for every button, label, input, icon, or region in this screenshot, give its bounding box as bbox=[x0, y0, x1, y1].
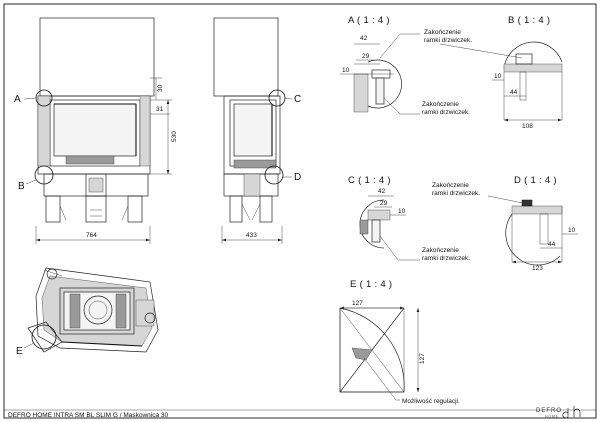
side-callout-c-circle bbox=[268, 89, 286, 107]
dim-front-height: 530 bbox=[171, 131, 178, 142]
detail-b-dim-2: 44 bbox=[510, 89, 518, 96]
defro-logo: DEFRO HOME bbox=[536, 406, 581, 419]
logo-text: DEFRO bbox=[536, 408, 562, 414]
front-glass bbox=[53, 103, 137, 157]
detail-b: B ( 1 : 4 ) 10 44 108 bbox=[439, 15, 563, 130]
detail-c-note-1: Zakończenie bbox=[422, 247, 459, 254]
front-view bbox=[34, 17, 155, 223]
detail-d-note-1: Zakończenie bbox=[432, 182, 469, 189]
detail-c-dim-3: 10 bbox=[398, 208, 406, 215]
dim-side-depth: 433 bbox=[246, 232, 257, 239]
detail-b-title: B ( 1 : 4 ) bbox=[508, 15, 550, 26]
detail-e-dim-2: 127 bbox=[419, 353, 426, 364]
front-callout-b-circle bbox=[34, 165, 54, 185]
sheet-border bbox=[3, 3, 597, 419]
detail-c: C ( 1 : 4 ) 42 29 10 Zakończenie ramki d… bbox=[348, 175, 470, 262]
side-view bbox=[213, 17, 286, 223]
callout-label-e: E bbox=[16, 346, 23, 357]
dim-front-top: 30 bbox=[157, 84, 164, 92]
detail-d: D ( 1 : 4 ) 10 44 123 Zakończenie ramki … bbox=[432, 175, 578, 272]
footer-caption: DEFRO HOME INTRA SM BL SLIM G / Maskowni… bbox=[8, 412, 169, 419]
detail-a-dim-1: 42 bbox=[360, 35, 368, 42]
detail-a-title: A ( 1 : 4 ) bbox=[348, 15, 390, 26]
detail-b-dim-3: 108 bbox=[522, 123, 533, 130]
detail-c-dim-2: 29 bbox=[380, 200, 388, 207]
front-dimensions: 764 530 30 31 bbox=[35, 77, 178, 244]
detail-a-note-top-2: ramki drzwiczek. bbox=[424, 37, 472, 44]
detail-b-dim-1: 10 bbox=[494, 73, 502, 80]
detail-e-note: Możliwość regulacji. bbox=[402, 398, 460, 405]
detail-a-note-top-1: Zakończenie bbox=[424, 29, 461, 36]
detail-a-dim-2: 29 bbox=[362, 53, 370, 60]
callout-label-b: B bbox=[18, 181, 25, 192]
detail-d-title: D ( 1 : 4 ) bbox=[514, 175, 557, 186]
detail-d-dim-1: 10 bbox=[568, 227, 576, 234]
side-dimensions: 433 bbox=[221, 226, 283, 244]
side-glass bbox=[233, 103, 273, 157]
detail-d-dim-2: 44 bbox=[548, 241, 556, 248]
front-leg-right bbox=[127, 195, 143, 223]
front-leg-left bbox=[45, 195, 61, 223]
callout-label-a: A bbox=[14, 94, 21, 105]
plan-callout-e-circle bbox=[31, 324, 57, 350]
plan-flue-circle bbox=[83, 295, 113, 325]
detail-c-title: C ( 1 : 4 ) bbox=[348, 175, 391, 186]
logo-sub: HOME bbox=[545, 415, 559, 419]
detail-a-note-bottom-2: ramki drzwiczek. bbox=[422, 109, 470, 116]
detail-a-note-bottom-1: Zakończenie bbox=[422, 101, 459, 108]
detail-e: E ( 1 : 4 ) 127 127 Możliwość regulacji. bbox=[339, 279, 460, 405]
detail-e-dim-1: 127 bbox=[352, 300, 363, 307]
detail-d-note-2: ramki drzwiczek. bbox=[432, 190, 480, 197]
detail-c-dim-1: 42 bbox=[378, 188, 386, 195]
detail-a-dim-3: 10 bbox=[342, 67, 350, 74]
dim-front-side: 31 bbox=[156, 106, 164, 113]
front-hood bbox=[39, 17, 155, 97]
side-hood bbox=[213, 17, 279, 97]
detail-e-title: E ( 1 : 4 ) bbox=[350, 279, 392, 290]
side-callout-d-circle bbox=[264, 165, 284, 185]
front-grate bbox=[65, 155, 115, 165]
detail-a: A ( 1 : 4 ) 42 29 10 Zakończenie ramki d… bbox=[340, 15, 472, 116]
dim-front-width: 764 bbox=[86, 232, 97, 239]
callout-label-d: D bbox=[294, 172, 301, 183]
detail-d-dim-3: 123 bbox=[532, 265, 543, 272]
plan-view bbox=[27, 267, 159, 353]
detail-c-note-2: ramki drzwiczek. bbox=[422, 255, 470, 262]
callout-label-c: C bbox=[294, 94, 301, 105]
